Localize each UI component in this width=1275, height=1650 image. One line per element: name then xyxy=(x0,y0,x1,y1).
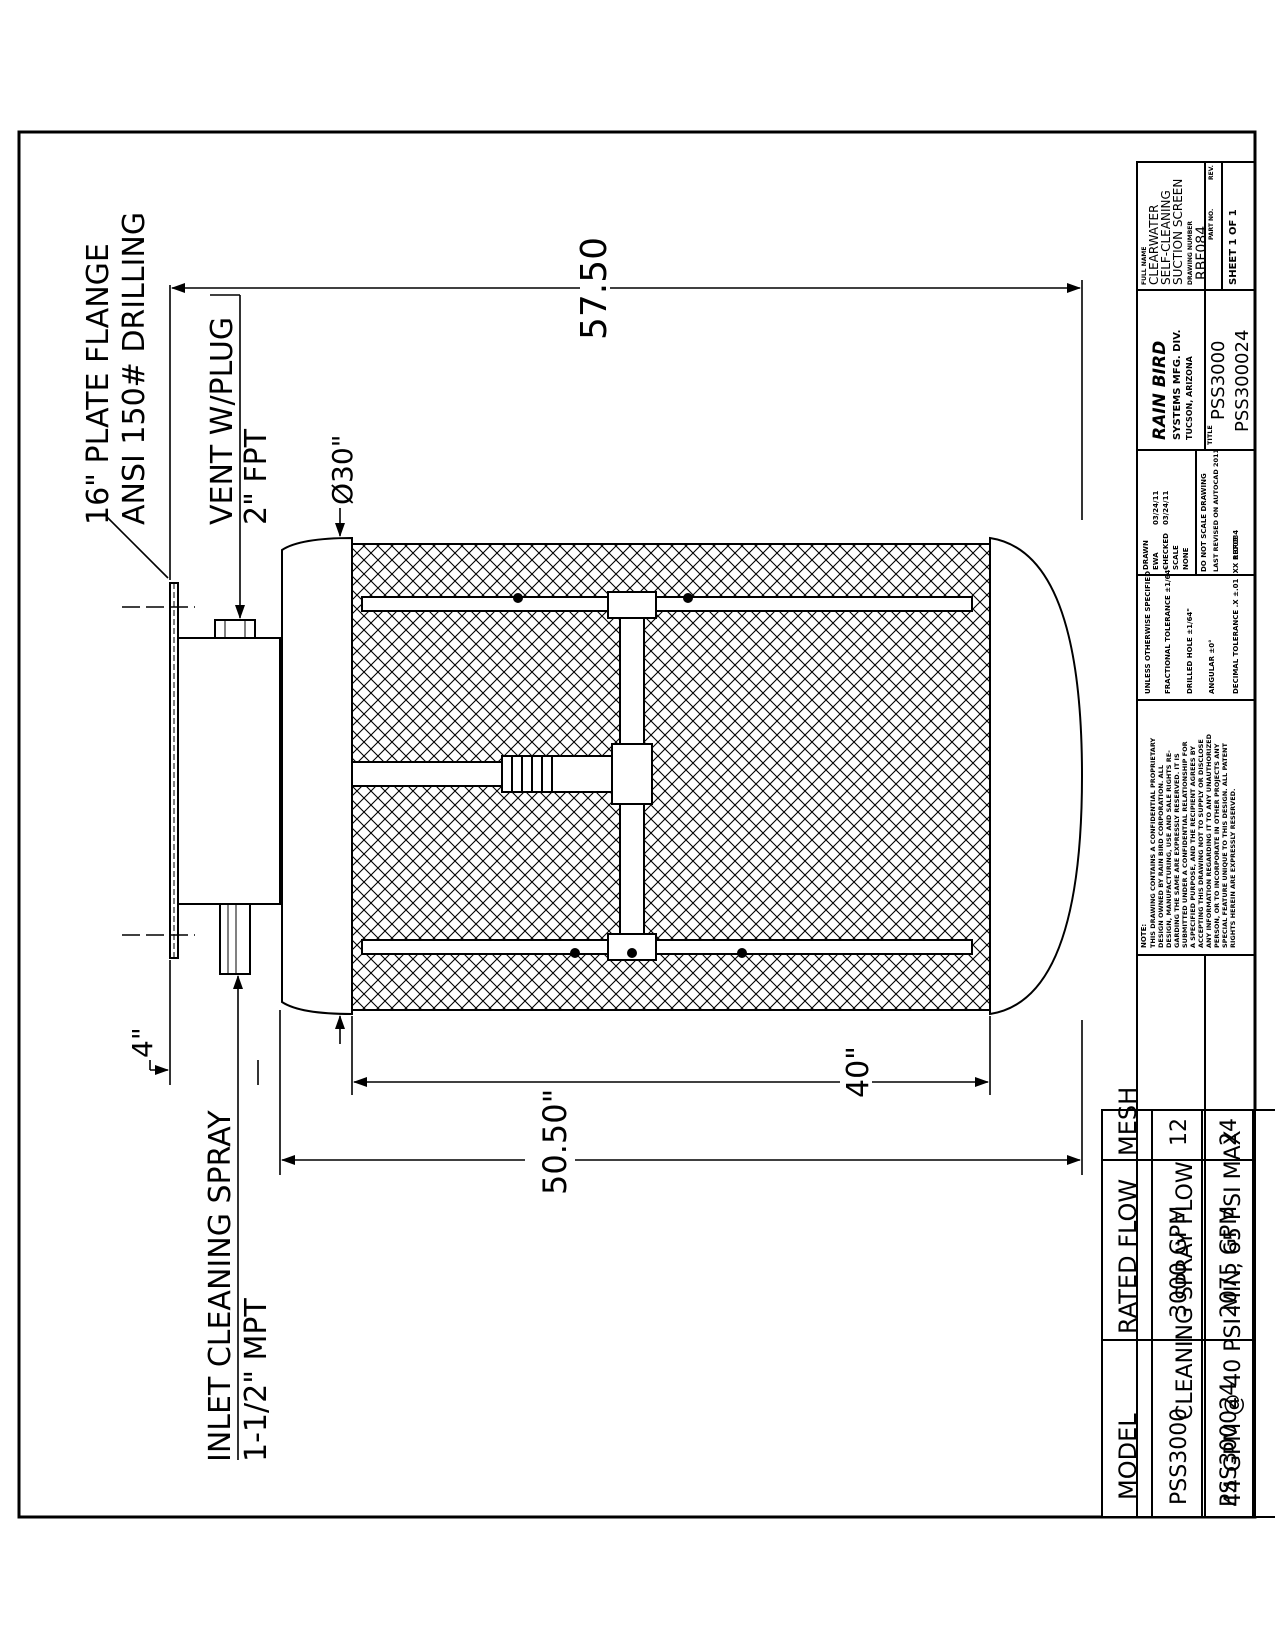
rev-label: REV. xyxy=(1208,165,1215,180)
svg-text:SPECIAL FEATURE UNIQUE TO THIS: SPECIAL FEATURE UNIQUE TO THIS DESIGN. A… xyxy=(1221,743,1229,948)
inlet-callout-line2: 1-1/2" MPT xyxy=(239,1297,274,1462)
table-row2-flow: 2075 GPM xyxy=(1217,1206,1242,1318)
flange-offset-label: 4" xyxy=(126,1027,159,1058)
nozzle xyxy=(683,593,693,603)
svg-text:ANY INFORMATION REGARDING IT T: ANY INFORMATION REGARDING IT TO ANY UNAU… xyxy=(1205,733,1213,948)
top-tee xyxy=(607,591,657,619)
svg-text:GARDING THE SAME ARE EXPRESSLY: GARDING THE SAME ARE EXPRESSLY RESERVED.… xyxy=(1173,753,1181,948)
feed-pipe xyxy=(351,761,503,787)
nozzle xyxy=(513,593,523,603)
nozzle xyxy=(737,948,747,958)
table-row1-mesh: 12 xyxy=(1167,1118,1192,1146)
svg-text:RBF084: RBF084 xyxy=(1232,530,1240,560)
svg-text:PERSON, OR TO INCORPORATE IN O: PERSON, OR TO INCORPORATE IN OTHER PROJE… xyxy=(1213,743,1221,948)
svg-text:DO NOT SCALE DRAWING: DO NOT SCALE DRAWING xyxy=(1200,473,1208,572)
title-line2: PSS300024 xyxy=(1232,330,1253,432)
svg-text:ANGULAR ±0°: ANGULAR ±0° xyxy=(1208,639,1216,694)
company-logo: RAIN BIRD xyxy=(1150,341,1170,440)
spray-bar-top xyxy=(361,596,973,612)
sheet-number: SHEET 1 OF 1 xyxy=(1228,209,1239,285)
drawn-block: DRAWN EWA 03/24/11 CHECKED 03/24/11 SCAL… xyxy=(1142,448,1240,572)
table-row2-model: PSS300024 xyxy=(1217,1382,1242,1507)
drawing-number: RBF084 xyxy=(1194,226,1210,280)
dimension-lines xyxy=(103,280,1083,1460)
svg-text:ACCEPTING THIS DRAWING NOT TO: ACCEPTING THIS DRAWING NOT TO SUPPLY OR … xyxy=(1197,739,1205,948)
company-line1: SYSTEMS MFG. DIV. xyxy=(1172,330,1183,440)
svg-text:SUBMITTED UNDER A CONFIDENTIAL: SUBMITTED UNDER A CONFIDENTIAL RELATIONS… xyxy=(1181,741,1189,948)
overall-length-label: 57.50 xyxy=(574,237,615,340)
vent-callout-line2: 2" FPT xyxy=(239,428,274,525)
part-no-label: PART NO. xyxy=(1208,209,1215,240)
company-line2: TUCSON, ARIZONA xyxy=(1185,355,1194,440)
filter-drawing xyxy=(122,536,1084,1016)
title-block xyxy=(1136,161,1256,1518)
manifold-pipe xyxy=(619,610,645,745)
svg-text:DESIGN, MANUFACTURING, USE AND: DESIGN, MANUFACTURING, USE AND SALE RIGH… xyxy=(1165,750,1173,948)
vent-plug xyxy=(214,619,256,639)
full-name-line3: SUCTION SCREEN xyxy=(1171,179,1185,285)
svg-text:DESIGN OWNED BY RAIN BIRD CORP: DESIGN OWNED BY RAIN BIRD CORPORATION. A… xyxy=(1157,765,1165,948)
svg-text:03/24/11: 03/24/11 xyxy=(1162,491,1170,525)
svg-text:EWA: EWA xyxy=(1152,552,1160,570)
end-cap-dome xyxy=(989,536,1084,1016)
spray-bar-bottom xyxy=(361,939,973,955)
center-tee xyxy=(611,743,653,805)
spray-flow-value: 44 GPM @ 40 PSI MIN, 65 PSI MAX xyxy=(1221,1130,1246,1507)
vent-callout-line1: VENT W/PLUG xyxy=(205,317,240,525)
tolerance-block: UNLESS OTHERWISE SPECIFIED FRACTIONAL TO… xyxy=(1144,537,1240,694)
svg-text:RIGHTS HEREIN ARE EXPRESSLY RE: RIGHTS HEREIN ARE EXPRESSLY RESERVED. xyxy=(1229,788,1237,948)
svg-text:03/24/11: 03/24/11 xyxy=(1152,491,1160,525)
svg-text:DRILLED HOLE ±1/64": DRILLED HOLE ±1/64" xyxy=(1186,608,1194,694)
table-row1-flow: 3000 GPM xyxy=(1167,1206,1192,1318)
svg-text:DECIMAL TOLERANCE .X ±.01: DECIMAL TOLERANCE .X ±.01 .XX ±.005 xyxy=(1232,537,1240,694)
diameter-label: Ø30" xyxy=(326,434,359,505)
inlet-callout-line1: INLET CLEANING SPRAY xyxy=(203,1110,238,1462)
coupling xyxy=(501,755,613,793)
screen-length-label: 40" xyxy=(841,1046,876,1098)
head-dome xyxy=(281,536,353,1016)
flange-hub xyxy=(177,637,281,905)
svg-text:DRAWN: DRAWN xyxy=(1142,540,1150,570)
spray-flow-title: CLEANING SPRAY FLOW xyxy=(1173,1161,1198,1420)
flange-callout-line2: ANSI 150# DRILLING xyxy=(117,212,152,525)
nozzle xyxy=(627,948,637,958)
full-name-label: FULL NAME xyxy=(1141,247,1148,285)
full-name-line2: SELF-CLEANING xyxy=(1159,190,1173,285)
table-row2-mesh: 24 xyxy=(1217,1118,1242,1146)
notice-heading: NOTE: xyxy=(1140,924,1148,948)
inlet-pipe xyxy=(219,903,251,975)
svg-text:A SPECIFIED PURPOSE, AND THE R: A SPECIFIED PURPOSE, AND THE RECIPIENT A… xyxy=(1189,746,1197,948)
svg-text:FRACTIONAL TOLERANCE ±1/64": FRACTIONAL TOLERANCE ±1/64" xyxy=(1164,566,1172,694)
svg-text:UNLESS OTHERWISE SPECIFIED: UNLESS OTHERWISE SPECIFIED xyxy=(1144,571,1152,694)
nozzle xyxy=(570,948,580,958)
flange-callout-line1: 16" PLATE FLANGE xyxy=(81,243,116,525)
svg-text:CHECKED: CHECKED xyxy=(1162,533,1170,570)
body-length-label: 50.50" xyxy=(536,1089,574,1195)
svg-text:SCALE: SCALE xyxy=(1172,545,1180,570)
spec-table-frame xyxy=(1101,1109,1254,1518)
title-line1: PSS3000 xyxy=(1208,340,1229,420)
table-row1-model: PSS3000 xyxy=(1167,1408,1192,1505)
svg-text:THIS DRAWING CONTAINS A CONFID: THIS DRAWING CONTAINS A CONFIDENTIAL PRO… xyxy=(1149,738,1157,948)
notice-lines: THIS DRAWING CONTAINS A CONFIDENTIAL PRO… xyxy=(1149,733,1237,948)
svg-text:LAST REVISED ON AUTOCAD 2011: LAST REVISED ON AUTOCAD 2011 xyxy=(1212,448,1220,572)
full-name-line1: CLEARWATER xyxy=(1147,205,1161,285)
drawing-number-label: DRAWING NUMBER xyxy=(1187,221,1194,285)
svg-text:NONE: NONE xyxy=(1182,547,1190,570)
title-label: TITLE xyxy=(1206,425,1214,445)
